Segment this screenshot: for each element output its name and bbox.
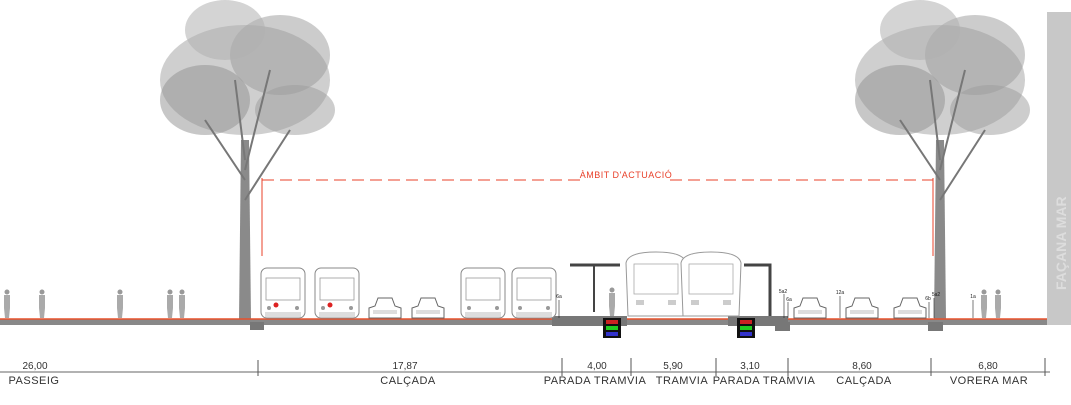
tag: 1a [970, 294, 976, 300]
section-width: 17,87 [392, 361, 417, 372]
tag: 5a2 [779, 289, 788, 295]
section-name: CALÇADA [836, 375, 892, 387]
tag: 6a [556, 294, 562, 300]
car [793, 297, 827, 319]
section-name: TRAMVIA [656, 375, 709, 387]
tag: 12a [836, 290, 845, 296]
tram-signal [603, 318, 621, 338]
car [411, 297, 445, 319]
pedestrian [609, 287, 615, 316]
tram [625, 251, 687, 317]
section-name: PARADA TRAMVIA [713, 375, 816, 387]
car [368, 297, 402, 319]
ground-line [0, 316, 1047, 331]
tree-right [854, 0, 1031, 321]
tram-stop-canopy [570, 263, 772, 316]
tram-signal [737, 318, 755, 338]
car [893, 297, 927, 319]
facade-wall [1047, 12, 1071, 325]
dimension-line [0, 358, 1050, 376]
tag: 5a2 [932, 292, 941, 298]
cyclist [39, 289, 45, 318]
pedestrian [179, 289, 185, 318]
section-width: 6,80 [978, 361, 998, 372]
element-tags [558, 294, 974, 318]
scope-boundary [261, 178, 934, 256]
pedestrian [995, 289, 1001, 318]
pedestrian [117, 289, 123, 318]
tag: 6a [786, 297, 792, 303]
section-name: PASSEIG [9, 375, 60, 387]
pedestrian [981, 289, 987, 318]
scope-label: ÀMBIT D'ACTUACIÓ [580, 170, 673, 180]
tram [680, 251, 742, 317]
bus [460, 267, 506, 319]
section-width: 4,00 [587, 361, 607, 372]
section-width: 3,10 [740, 361, 760, 372]
car [845, 297, 879, 319]
tree-left [159, 0, 336, 321]
section-name: PARADA TRAMVIA [544, 375, 647, 387]
bus [260, 267, 306, 319]
section-name: VORERA MAR [950, 375, 1028, 387]
section-width: 8,60 [852, 361, 872, 372]
bus [314, 267, 360, 319]
cyclist [4, 289, 10, 318]
pedestrian [167, 289, 173, 318]
bus [511, 267, 557, 319]
section-width: 5,90 [663, 361, 683, 372]
facade-label: FAÇANA MAR [1053, 196, 1069, 290]
section-name: CALÇADA [380, 375, 436, 387]
section-width: 26,00 [22, 361, 47, 372]
tag: 6b [925, 296, 931, 302]
